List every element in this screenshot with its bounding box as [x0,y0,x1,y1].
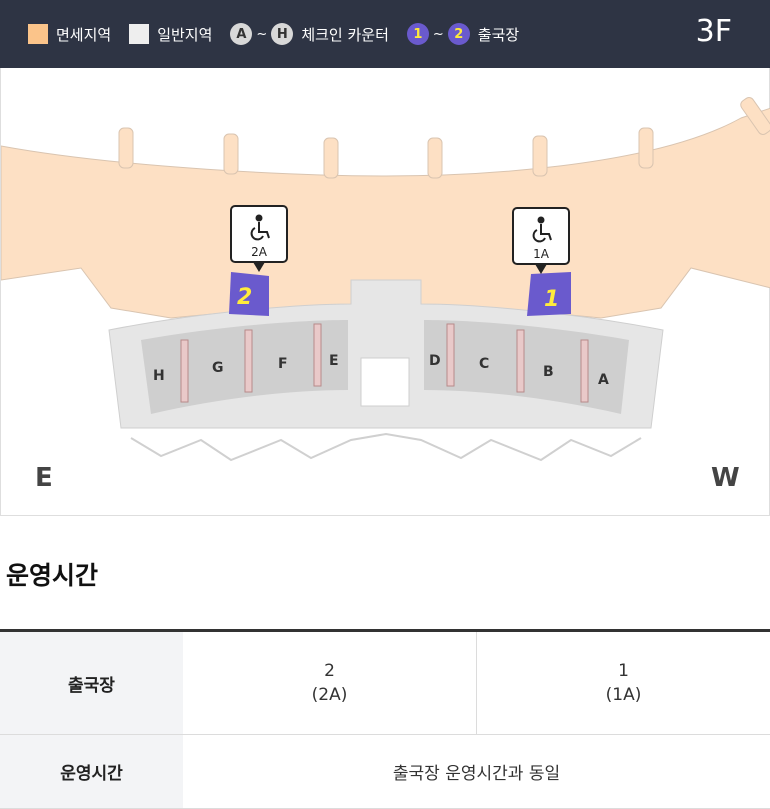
pier [533,136,547,176]
counter-label-b: B [543,364,554,380]
counter-label-f: F [278,356,288,372]
terminal-map[interactable]: H G F E D C B A 2 1 2A [0,68,770,516]
gate-number-2: 2 [237,285,252,310]
counter-bar [447,324,454,386]
departure-label: 출국장 [478,24,519,45]
central-block [361,358,409,406]
direction-east: E [35,463,53,493]
legend-departure: 1 ~ 2 출국장 [407,23,519,45]
pin-1a[interactable]: 1A [513,208,569,274]
checkin-tilde: ~ [256,27,267,42]
departure-tilde: ~ [433,27,444,42]
pin-label-2a: 2A [251,245,268,259]
cell-hours-value: 출국장 운영시간과 동일 [183,735,770,809]
pier [119,128,133,168]
general-label: 일반지역 [157,24,212,45]
pin-label-1a: 1A [533,247,550,261]
counter-bar [581,340,588,402]
counter-label-c: C [479,356,489,372]
map-legend: 면세지역 일반지역 A ~ H 체크인 카운터 1 ~ 2 출국장 3F [0,0,770,68]
departure-start-badge: 1 [407,23,429,45]
row-head-hours: 운영시간 [0,735,183,809]
departure-gate-2[interactable]: 2 [229,272,269,316]
direction-west: W [711,463,740,493]
legend-general: 일반지역 [129,24,212,45]
counter-label-d: D [429,353,441,369]
checkin-label: 체크인 카운터 [301,24,389,45]
row-head-departure: 출국장 [0,631,183,735]
cell-line: 2 [183,659,476,683]
duty-free-label: 면세지역 [56,24,111,45]
counter-bar [245,330,252,392]
cell-line: (2A) [183,683,476,707]
pier [224,134,238,174]
counter-bar [181,340,188,402]
section-title: 운영시간 [6,556,98,592]
checkin-start-badge: A [230,23,252,45]
departure-gate-1[interactable]: 1 [527,272,571,316]
map-svg: H G F E D C B A 2 1 2A [1,68,770,516]
checkin-end-badge: H [271,23,293,45]
operating-hours-table: 출국장 2 (2A) 1 (1A) 운영시간 출국장 운영시간과 동일 [0,629,770,809]
counter-label-h: H [153,368,165,384]
counter-label-e: E [329,353,339,369]
table-row: 운영시간 출국장 운영시간과 동일 [0,735,770,809]
pin-2a[interactable]: 2A [231,206,287,272]
legend-checkin: A ~ H 체크인 카운터 [230,23,388,45]
cell-line: (1A) [477,683,770,707]
legend-duty-free: 면세지역 [28,24,111,45]
pier [639,128,653,168]
departure-end-badge: 2 [448,23,470,45]
gate-number-1: 1 [544,287,559,312]
counter-bar [314,324,321,386]
duty-free-swatch [28,24,48,44]
cell-line: 1 [477,659,770,683]
pier [324,138,338,178]
pier [428,138,442,178]
general-swatch [129,24,149,44]
counter-label-a: A [598,372,609,388]
counter-label-g: G [212,360,224,376]
cell-departure-1: 1 (1A) [477,631,770,735]
terminal-lower-edge [131,434,641,460]
table-row: 출국장 2 (2A) 1 (1A) [0,631,770,735]
counter-bar [517,330,524,392]
cell-departure-2: 2 (2A) [183,631,477,735]
floor-label: 3F [696,14,732,49]
